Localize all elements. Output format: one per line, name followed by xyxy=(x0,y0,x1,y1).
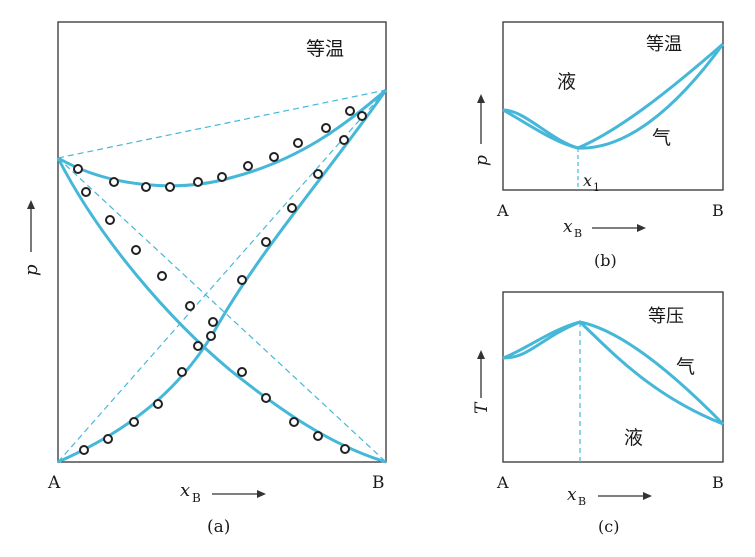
panel-c-end-b-label: B xyxy=(712,473,724,492)
data-point xyxy=(157,271,167,281)
data-point xyxy=(261,237,271,247)
panel-a-dashed-partial-a xyxy=(57,157,387,463)
panel-a-caption: (a) xyxy=(207,517,230,537)
panel-a-partial-b-points xyxy=(79,111,367,455)
data-point xyxy=(131,245,141,255)
data-point xyxy=(141,182,151,192)
data-point xyxy=(269,152,279,162)
svg-text:B: B xyxy=(578,495,586,508)
panel-c-vapor-curve xyxy=(502,320,725,426)
panel-c-x-axis-label: x B xyxy=(567,485,652,508)
panel-a-partial-pressure-a-curve xyxy=(56,157,387,464)
data-point xyxy=(237,367,247,377)
data-point xyxy=(79,445,89,455)
data-point xyxy=(193,177,203,187)
panel-a-dashed-total-pressure xyxy=(57,89,387,159)
panel-a-frame xyxy=(57,21,387,463)
panel-b-end-a-label: A xyxy=(496,201,509,220)
data-point xyxy=(357,111,367,121)
data-point xyxy=(206,331,216,341)
panel-c-y-axis-label: T xyxy=(472,350,492,414)
panel-b-liquid-label: 液 xyxy=(557,71,576,93)
panel-b-liquid-curve xyxy=(502,42,724,150)
panel-a-dashed-partial-b xyxy=(57,89,387,463)
svg-text:B: B xyxy=(192,491,201,505)
data-point xyxy=(237,275,247,285)
panel-c-liquid-curve xyxy=(502,320,724,426)
panel-c-caption: (c) xyxy=(598,517,619,536)
panel-a-end-b-label: B xyxy=(372,473,385,493)
data-point xyxy=(313,431,323,441)
data-point xyxy=(109,177,119,187)
panel-a-partial-a-points xyxy=(81,187,350,454)
data-point xyxy=(313,169,323,179)
panel-c-condition-label: 等压 xyxy=(648,306,684,327)
panel-a-partial-pressure-b-curve xyxy=(57,89,388,464)
data-point xyxy=(217,172,227,182)
panel-a-total-pressure-curve xyxy=(57,88,387,188)
svg-text:B: B xyxy=(574,227,582,240)
panel-a-end-a-label: A xyxy=(47,473,61,493)
panel-b-y-axis-label: p xyxy=(472,94,492,166)
svg-text:p: p xyxy=(21,264,42,276)
data-point xyxy=(208,317,218,327)
data-point xyxy=(103,434,113,444)
data-point xyxy=(345,106,355,116)
data-point xyxy=(193,341,203,351)
panel-b-caption: (b) xyxy=(594,251,617,270)
panel-b: 等温 液 气 x 1 p A B x B (b) xyxy=(472,21,725,270)
data-point xyxy=(321,123,331,133)
data-point xyxy=(73,164,83,174)
panel-a-condition-label: 等温 xyxy=(306,38,344,60)
panel-b-end-b-label: B xyxy=(712,201,724,220)
data-point xyxy=(293,138,303,148)
panel-c-end-a-label: A xyxy=(496,473,509,492)
panel-a-total-pressure-points xyxy=(73,106,355,192)
panel-b-condition-label: 等温 xyxy=(646,34,682,55)
data-point xyxy=(339,135,349,145)
data-point xyxy=(81,187,91,197)
panel-c-liquid-label: 液 xyxy=(624,427,643,449)
svg-text:p: p xyxy=(472,155,492,166)
panel-c: 等压 气 液 T A B x B (c) xyxy=(472,291,725,536)
data-point xyxy=(105,215,115,225)
panel-a: 等温 xyxy=(21,21,388,537)
data-point xyxy=(153,399,163,409)
panel-b-x1-label: x 1 xyxy=(583,171,600,194)
panel-b-vapor-label: 气 xyxy=(652,127,671,149)
panel-a-x-axis-label: x B xyxy=(180,480,266,505)
data-point xyxy=(261,393,271,403)
panel-b-frame xyxy=(502,21,724,191)
data-point xyxy=(287,203,297,213)
svg-text:1: 1 xyxy=(593,181,600,194)
svg-text:T: T xyxy=(472,401,492,414)
svg-text:x: x xyxy=(180,480,190,501)
data-point xyxy=(177,367,187,377)
panel-b-x-axis-label: x B xyxy=(563,217,646,240)
data-point xyxy=(165,182,175,192)
data-point xyxy=(289,417,299,427)
svg-text:x: x xyxy=(583,171,592,190)
data-point xyxy=(243,161,253,171)
panel-c-vapor-label: 气 xyxy=(676,356,695,378)
svg-text:x: x xyxy=(563,217,573,237)
data-point xyxy=(185,301,195,311)
panel-c-frame xyxy=(502,291,724,463)
data-point xyxy=(129,417,139,427)
svg-text:x: x xyxy=(567,485,577,505)
panel-b-vapor-curve xyxy=(502,43,725,150)
panel-a-y-axis-label: p xyxy=(21,200,42,276)
data-point xyxy=(340,444,350,454)
